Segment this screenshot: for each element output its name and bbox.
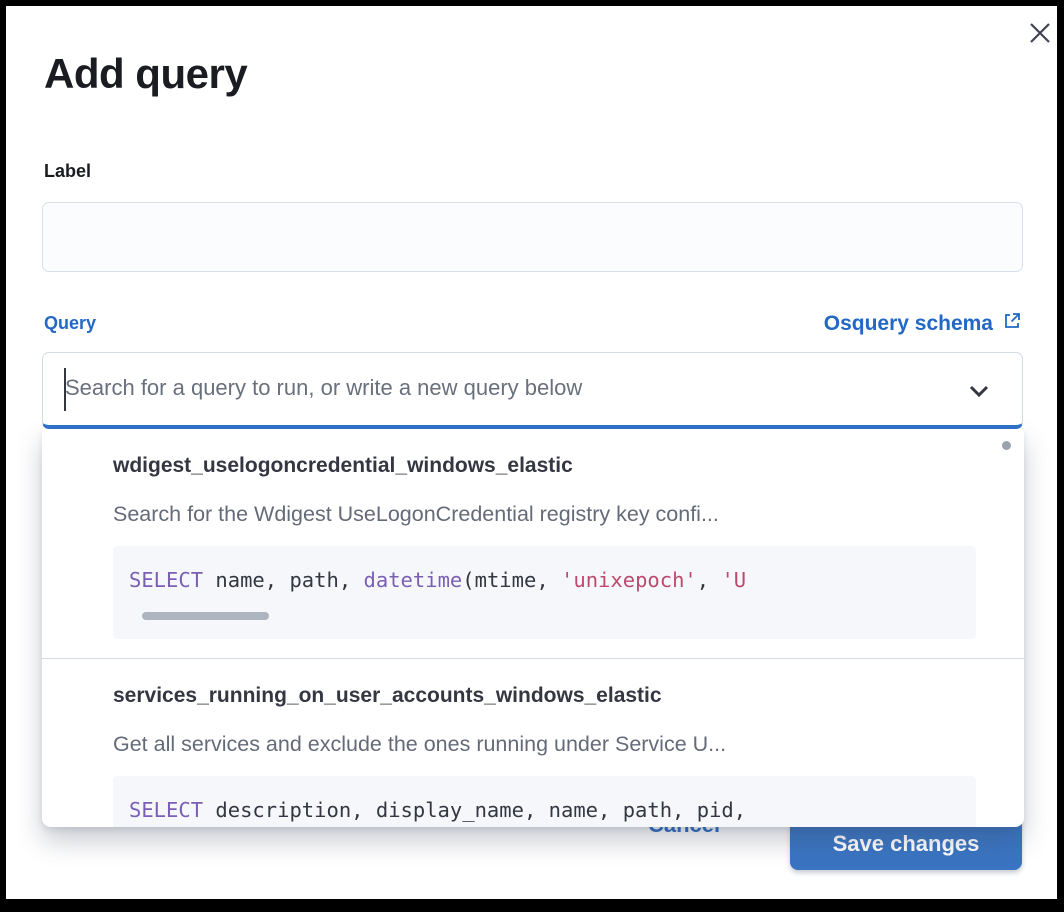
- sql-token: SELECT: [129, 798, 204, 822]
- sql-token: name, path,: [203, 568, 364, 592]
- horizontal-scrollbar-thumb[interactable]: [142, 612, 269, 620]
- frame-border: [0, 899, 1064, 912]
- query-option-description: Get all services and exclude the ones ru…: [113, 732, 727, 756]
- query-field-label: Query: [44, 313, 97, 333]
- frame-border: [0, 0, 6, 912]
- sql-token: 'unixepoch': [561, 568, 697, 592]
- sql-token: description, display_name, name, path, p…: [203, 798, 747, 822]
- close-button[interactable]: [1018, 12, 1062, 56]
- query-option-description: Search for the Wdigest UseLogonCredentia…: [113, 502, 719, 526]
- query-sql-preview: SELECT description, display_name, name, …: [113, 776, 976, 827]
- chevron-down-icon[interactable]: [966, 378, 992, 404]
- query-option-title: wdigest_uselogoncredential_windows_elast…: [113, 454, 573, 477]
- sql-code-line: SELECT name, path, datetime(mtime, 'unix…: [129, 565, 960, 595]
- sql-token: SELECT: [129, 568, 204, 592]
- external-link-icon: [1002, 311, 1022, 337]
- sql-token: datetime: [363, 568, 463, 592]
- sql-token: ,: [696, 568, 722, 592]
- query-option-wdigest[interactable]: wdigest_uselogoncredential_windows_elast…: [42, 429, 1024, 639]
- frame-border: [0, 0, 1064, 6]
- modal-title: Add query: [44, 50, 248, 97]
- label-field-label: Label: [44, 161, 92, 181]
- query-option-title: services_running_on_user_accounts_window…: [113, 684, 662, 707]
- query-search-input[interactable]: [65, 353, 945, 423]
- text-caret: [64, 368, 66, 411]
- sql-token: (mtime,: [462, 568, 562, 592]
- query-sql-preview: SELECT name, path, datetime(mtime, 'unix…: [113, 546, 976, 639]
- vertical-scrollbar-thumb[interactable]: [1002, 441, 1011, 450]
- query-suggestions-dropdown: wdigest_uselogoncredential_windows_elast…: [42, 429, 1024, 827]
- query-option-services[interactable]: services_running_on_user_accounts_window…: [42, 659, 1024, 827]
- osquery-schema-link-label: Osquery schema: [823, 312, 993, 335]
- option-divider: [42, 658, 1024, 659]
- frame-border: [1057, 0, 1064, 912]
- sql-token: 'U: [721, 568, 747, 592]
- query-combobox[interactable]: [42, 352, 1023, 429]
- label-input[interactable]: [42, 202, 1023, 272]
- osquery-schema-link[interactable]: Osquery schema: [824, 311, 1022, 337]
- close-icon: [1027, 20, 1053, 49]
- sql-code-line: SELECT description, display_name, name, …: [129, 795, 960, 825]
